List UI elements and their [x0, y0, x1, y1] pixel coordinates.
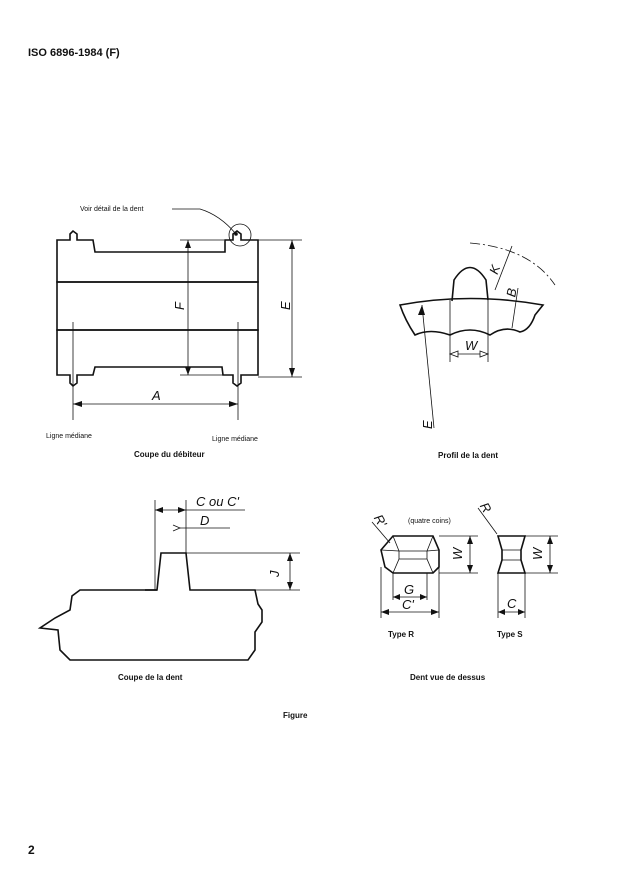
dim-D: D [200, 513, 209, 528]
dim-C: C ou C' [196, 494, 239, 509]
caption-coupe-dent: Coupe de la dent [118, 673, 183, 682]
dim-C-type-s: C [507, 596, 517, 611]
type-s-tooth [496, 535, 527, 574]
type-s-label: Type S [497, 630, 523, 639]
view-profil-dent: W K B E Profil de la dent [398, 242, 556, 460]
dim-R-prime: R' [371, 512, 390, 530]
view-coupe-dent: C ou C' D J Coupe de la dent [37, 494, 300, 682]
dim-A: A [151, 388, 161, 403]
caption-profil-dent: Profil de la dent [438, 451, 498, 460]
dim-E-profil: E [420, 420, 435, 429]
standard-header: ISO 6896-1984 (F) [28, 47, 120, 59]
callout-label: Voir détail de la dent [80, 206, 143, 213]
dim-J: J [267, 570, 282, 578]
centerline-right-label: Ligne médiane [212, 436, 258, 443]
view-dent-dessus: R' (quatre coins) W G C' Type R R W C Ty… [371, 500, 558, 682]
figure-caption: Figure [283, 711, 308, 720]
dim-W-type-r: W [450, 546, 465, 560]
dim-G: G [404, 582, 414, 597]
upper-wall-section [56, 229, 259, 283]
detail-circle [228, 223, 252, 247]
lower-wall-section [56, 329, 259, 388]
tooth-section [37, 552, 263, 661]
dim-W: W [465, 338, 479, 353]
view-coupe-debiteur: Voir détail de la dent F E A Ligne média… [46, 206, 302, 459]
tooth-profile [451, 266, 489, 302]
caption-dent-dessus: Dent vue de dessus [410, 673, 486, 682]
callout-leader [172, 208, 237, 235]
dim-F: F [172, 301, 187, 310]
quatre-coins-note: (quatre coins) [408, 518, 451, 525]
dim-C-prime: C' [402, 597, 414, 612]
page-number: 2 [28, 843, 35, 857]
dim-R: R [477, 500, 495, 516]
centerline-left-label: Ligne médiane [46, 433, 92, 440]
dim-B: B [503, 287, 519, 298]
bore [56, 281, 259, 331]
caption-coupe-debiteur: Coupe du débiteur [134, 450, 205, 459]
dim-E: E [278, 301, 293, 310]
dim-K: K [486, 262, 504, 277]
wheel-rim [398, 297, 545, 337]
dim-W-type-s: W [530, 546, 545, 560]
type-r-label: Type R [388, 630, 414, 639]
